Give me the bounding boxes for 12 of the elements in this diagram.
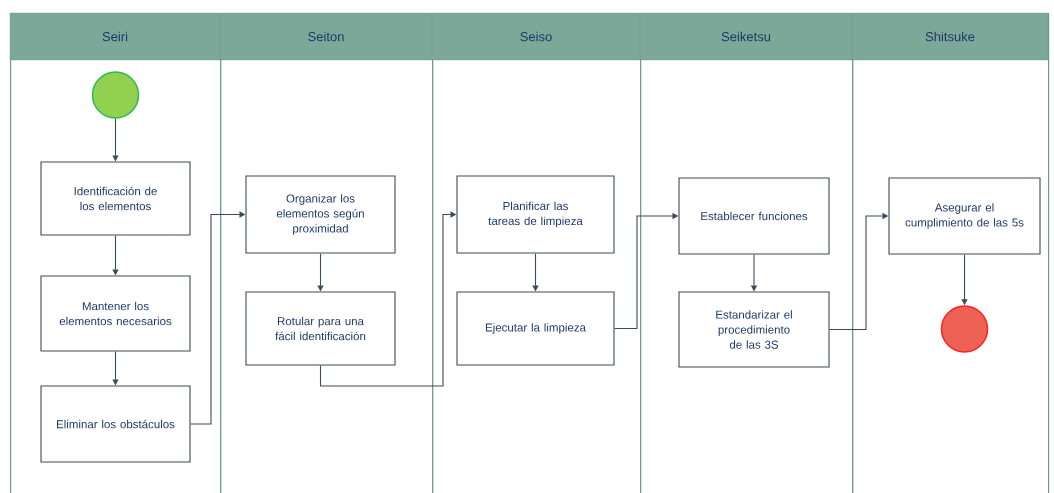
process-box: Organizar los elementos según proximidad: [245, 175, 396, 254]
start-circle: [91, 71, 140, 119]
process-box: Identificación de los elementos: [40, 161, 191, 236]
process-box: Estandarizar el procedimiento de las 3S: [678, 291, 830, 368]
process-box: Ejecutar la limpieza: [456, 291, 615, 366]
process-box: Mantener los elementos necesarios: [40, 275, 191, 352]
process-box: Asegurar el cumplimiento de las 5s: [888, 177, 1041, 255]
process-box: Planificar las tareas de limpieza: [456, 175, 615, 254]
process-box: Eliminar los obstáculos: [40, 385, 191, 463]
end-circle: [940, 305, 989, 353]
process-box: Establecer funciones: [678, 177, 830, 255]
process-box: Rotular para una fácil identificación: [245, 291, 396, 366]
